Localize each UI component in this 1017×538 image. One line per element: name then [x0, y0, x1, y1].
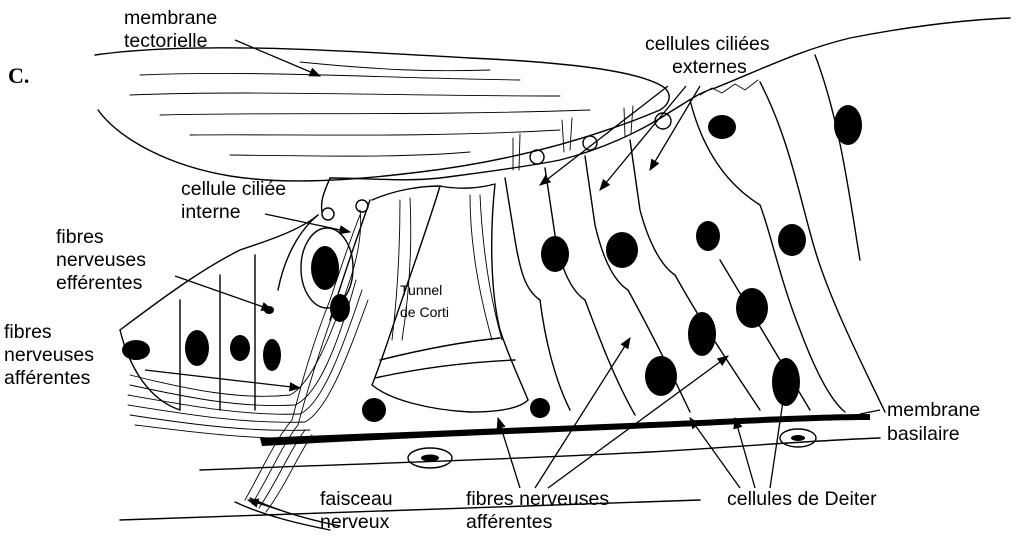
label-membrane-basilaire-line1: membrane [887, 399, 980, 421]
label-fibres-afferentes-left-line1: fibres [4, 321, 52, 343]
label-membrane-tectorielle-line1: membrane [124, 7, 217, 29]
label-faisceau-nerveux-line2: nerveux [320, 511, 390, 533]
label-cellule-ciliee-interne-line2: interne [181, 201, 241, 223]
label-cellule-ciliee-interne-line1: cellule ciliée [181, 178, 286, 200]
label-membrane-basilaire-line2: basilaire [887, 423, 960, 445]
label-fibres-afferentes-bottom: fibres nerveuses afférentes [466, 488, 609, 533]
left-support-cells [120, 215, 318, 410]
label-faisceau-nerveux: faisceau nerveux [320, 488, 393, 533]
label-fibres-afferentes-left: fibres nerveuses afférentes [4, 321, 94, 389]
pillar-cells [372, 184, 528, 412]
label-fibres-afferentes-bottom-line1: fibres nerveuses [466, 488, 609, 510]
label-cellules-ciliees-externes: cellules ciliées externes [645, 33, 770, 78]
label-fibres-efferentes-line2: nerveuses [56, 249, 146, 271]
label-faisceau-nerveux-line1: faisceau [320, 488, 393, 510]
label-tunnel-corti-line1: Tunnel [400, 282, 442, 298]
label-membrane-basilaire: membrane basilaire [887, 399, 980, 445]
inner-hair-cell-region [278, 178, 370, 322]
label-fibres-afferentes-left-line3: afférentes [4, 367, 91, 389]
outer-hair-cells [505, 106, 720, 300]
label-cellules-ciliees-externes-line1: cellules ciliées [645, 33, 770, 55]
panel-letter: C. [8, 63, 29, 88]
label-fibres-efferentes: fibres nerveuses efférentes [56, 226, 146, 294]
label-tunnel-corti-line2: de Corti [400, 304, 449, 320]
label-cellule-ciliee-interne: cellule ciliée interne [181, 178, 286, 223]
label-fibres-efferentes-line3: efférentes [56, 272, 143, 294]
label-cellules-deiter: cellules de Deiter [727, 488, 877, 510]
tectorial-membrane [95, 48, 669, 181]
label-cellules-ciliees-externes-line2: externes [672, 56, 747, 78]
label-membrane-tectorielle-line2: tectorielle [124, 30, 207, 52]
label-fibres-afferentes-bottom-line2: afférentes [466, 511, 553, 533]
label-fibres-efferentes-line1: fibres [56, 226, 104, 248]
label-fibres-afferentes-left-line2: nerveuses [4, 344, 94, 366]
label-membrane-tectorielle: membrane tectorielle [124, 7, 217, 52]
